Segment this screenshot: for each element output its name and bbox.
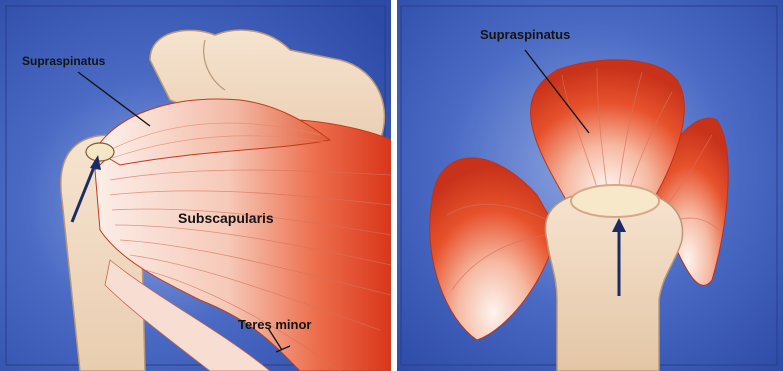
right-panel-illustration bbox=[397, 0, 783, 371]
label-subscapularis: Subscapularis bbox=[178, 211, 274, 225]
label-teres-minor: Teres minor bbox=[238, 318, 311, 331]
label-supraspinatus-left: Supraspinatus bbox=[22, 55, 105, 67]
tendon-insertion-site bbox=[86, 143, 114, 161]
label-supraspinatus-right: Supraspinatus bbox=[480, 28, 570, 41]
right-panel-superior-view: Supraspinatus bbox=[397, 0, 783, 371]
tendon-footprint bbox=[571, 185, 659, 217]
left-panel-anterior-view: Supraspinatus Subscapularis Teres minor bbox=[0, 0, 391, 371]
